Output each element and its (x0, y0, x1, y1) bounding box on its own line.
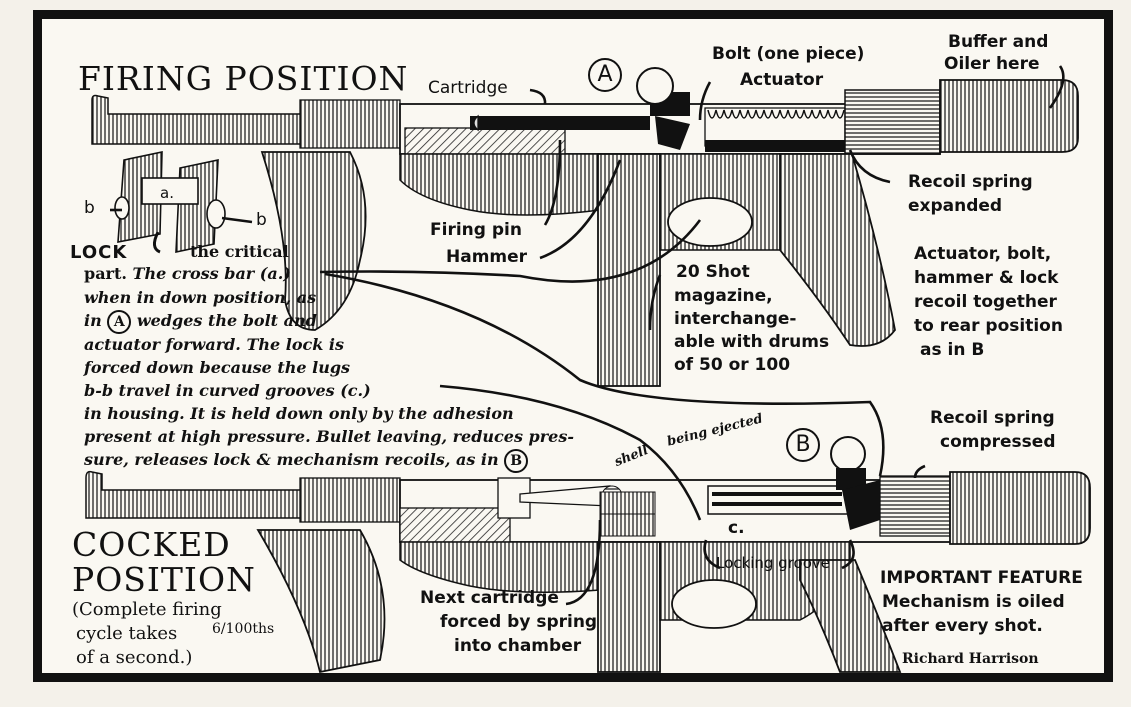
important-feature-3: after every shot. (882, 616, 1043, 636)
upper-magazine (597, 153, 661, 387)
signature: Richard Harrison (902, 651, 1039, 667)
paragraph-line-1: the critical (190, 242, 289, 261)
paragraph-line-8: in housing. It is held down only by the … (84, 404, 514, 423)
label-buffer-1: Buffer and (948, 32, 1049, 52)
lower-trigger-guard (671, 579, 757, 629)
recoil-together-5: as in B (920, 340, 985, 360)
label-recoil-expanded-2: expanded (908, 196, 1003, 216)
paragraph-line-2b: The cross bar (a.) (132, 264, 291, 283)
marker-a: A (588, 58, 622, 92)
paragraph-line-4a: in (84, 311, 102, 330)
leader-lines (110, 65, 1065, 606)
upper-gun (91, 67, 1079, 387)
paragraph-line-10: sure, releases lock & mechanism recoils,… (84, 449, 529, 473)
important-feature-title: IMPORTANT FEATURE (880, 568, 1083, 588)
lock-label-a: a. (160, 184, 174, 202)
label-magazine-3: interchange- (674, 309, 797, 329)
paragraph-line-4: in A wedges the bolt and (84, 310, 317, 334)
firing-position-title: FIRING POSITION (78, 59, 409, 98)
cycle-line-1: (Complete firing (72, 599, 222, 620)
label-hammer: Hammer (446, 247, 528, 267)
paragraph-line-9: present at high pressure. Bullet leaving… (84, 427, 574, 446)
cocked-title: COCKED (72, 525, 231, 564)
label-next-cartridge-1: Next cartridge (420, 588, 559, 608)
label-magazine-1: 20 Shot (676, 262, 750, 282)
lower-actuator (842, 480, 880, 530)
label-cartridge: Cartridge (428, 78, 508, 98)
important-feature-2: Mechanism is oiled (882, 592, 1065, 612)
paragraph-marker-a: A (107, 310, 132, 334)
label-actuator: Actuator (740, 70, 824, 90)
paragraph-marker-b: B (504, 449, 529, 473)
marker-b: B (786, 428, 820, 462)
label-next-cartridge-3: into chamber (454, 636, 582, 656)
upper-actuator (655, 116, 690, 150)
label-firing-pin: Firing pin (430, 220, 522, 240)
recoil-together-4: to rear position (914, 316, 1063, 336)
cycle-fraction: 6/100ths (212, 621, 275, 637)
upper-recoil-spring (707, 109, 845, 119)
lock-label: LOCK (70, 242, 128, 263)
lower-front-grip (256, 529, 386, 674)
lower-magazine (597, 541, 661, 673)
paragraph-line-4b: wedges the bolt and (136, 311, 317, 330)
upper-rear-grip (779, 153, 896, 347)
paragraph-line-6: forced down because the lugs (84, 358, 351, 377)
lower-recoil-spring (879, 475, 951, 537)
upper-trigger-guard (667, 197, 753, 247)
recoil-together-1: Actuator, bolt, (914, 244, 1052, 264)
label-magazine-2: magazine, (674, 286, 773, 306)
label-magazine-5: of 50 or 100 (674, 355, 791, 375)
label-buffer-2: Oiler here (944, 54, 1040, 74)
label-recoil-compressed-1: Recoil spring (930, 408, 1055, 428)
label-locking-groove: Locking groove (716, 554, 830, 572)
position-title: POSITION (72, 560, 256, 599)
cycle-line-3: of a second.) (76, 647, 193, 668)
lock-detail (114, 151, 226, 254)
label-magazine-4: able with drums (674, 332, 830, 352)
lock-label-b-left: b (84, 198, 95, 218)
label-recoil-compressed-2: compressed (940, 432, 1056, 452)
lock-label-b-right: b (256, 210, 267, 230)
label-recoil-expanded-1: Recoil spring (908, 172, 1033, 192)
cycle-line-2: cycle takes (76, 623, 178, 644)
lower-bolt (707, 485, 849, 515)
label-bolt: Bolt (one piece) (712, 44, 865, 64)
paragraph-line-7: b-b travel in curved grooves (c.) (84, 381, 371, 400)
label-next-cartridge-2: forced by spring (440, 612, 598, 632)
upper-cooling-fins (299, 99, 401, 149)
upper-front-grip (260, 151, 367, 331)
paragraph-line-2a: part. (84, 264, 127, 283)
paragraph-line-5: actuator forward. The lock is (84, 335, 344, 354)
lower-gun (85, 436, 1091, 674)
label-c: c. (728, 518, 745, 538)
recoil-together-2: hammer & lock (914, 268, 1059, 288)
recoil-together-3: recoil together (914, 292, 1057, 312)
paragraph-line-2: part. The cross bar (a.) (84, 263, 291, 285)
paragraph-line-10a: sure, releases lock & mechanism recoils,… (84, 450, 499, 469)
lower-stock (949, 471, 1091, 545)
upper-stock (939, 79, 1079, 153)
paragraph-line-3: when in down position, as (84, 288, 317, 307)
upper-bolt (470, 116, 650, 130)
